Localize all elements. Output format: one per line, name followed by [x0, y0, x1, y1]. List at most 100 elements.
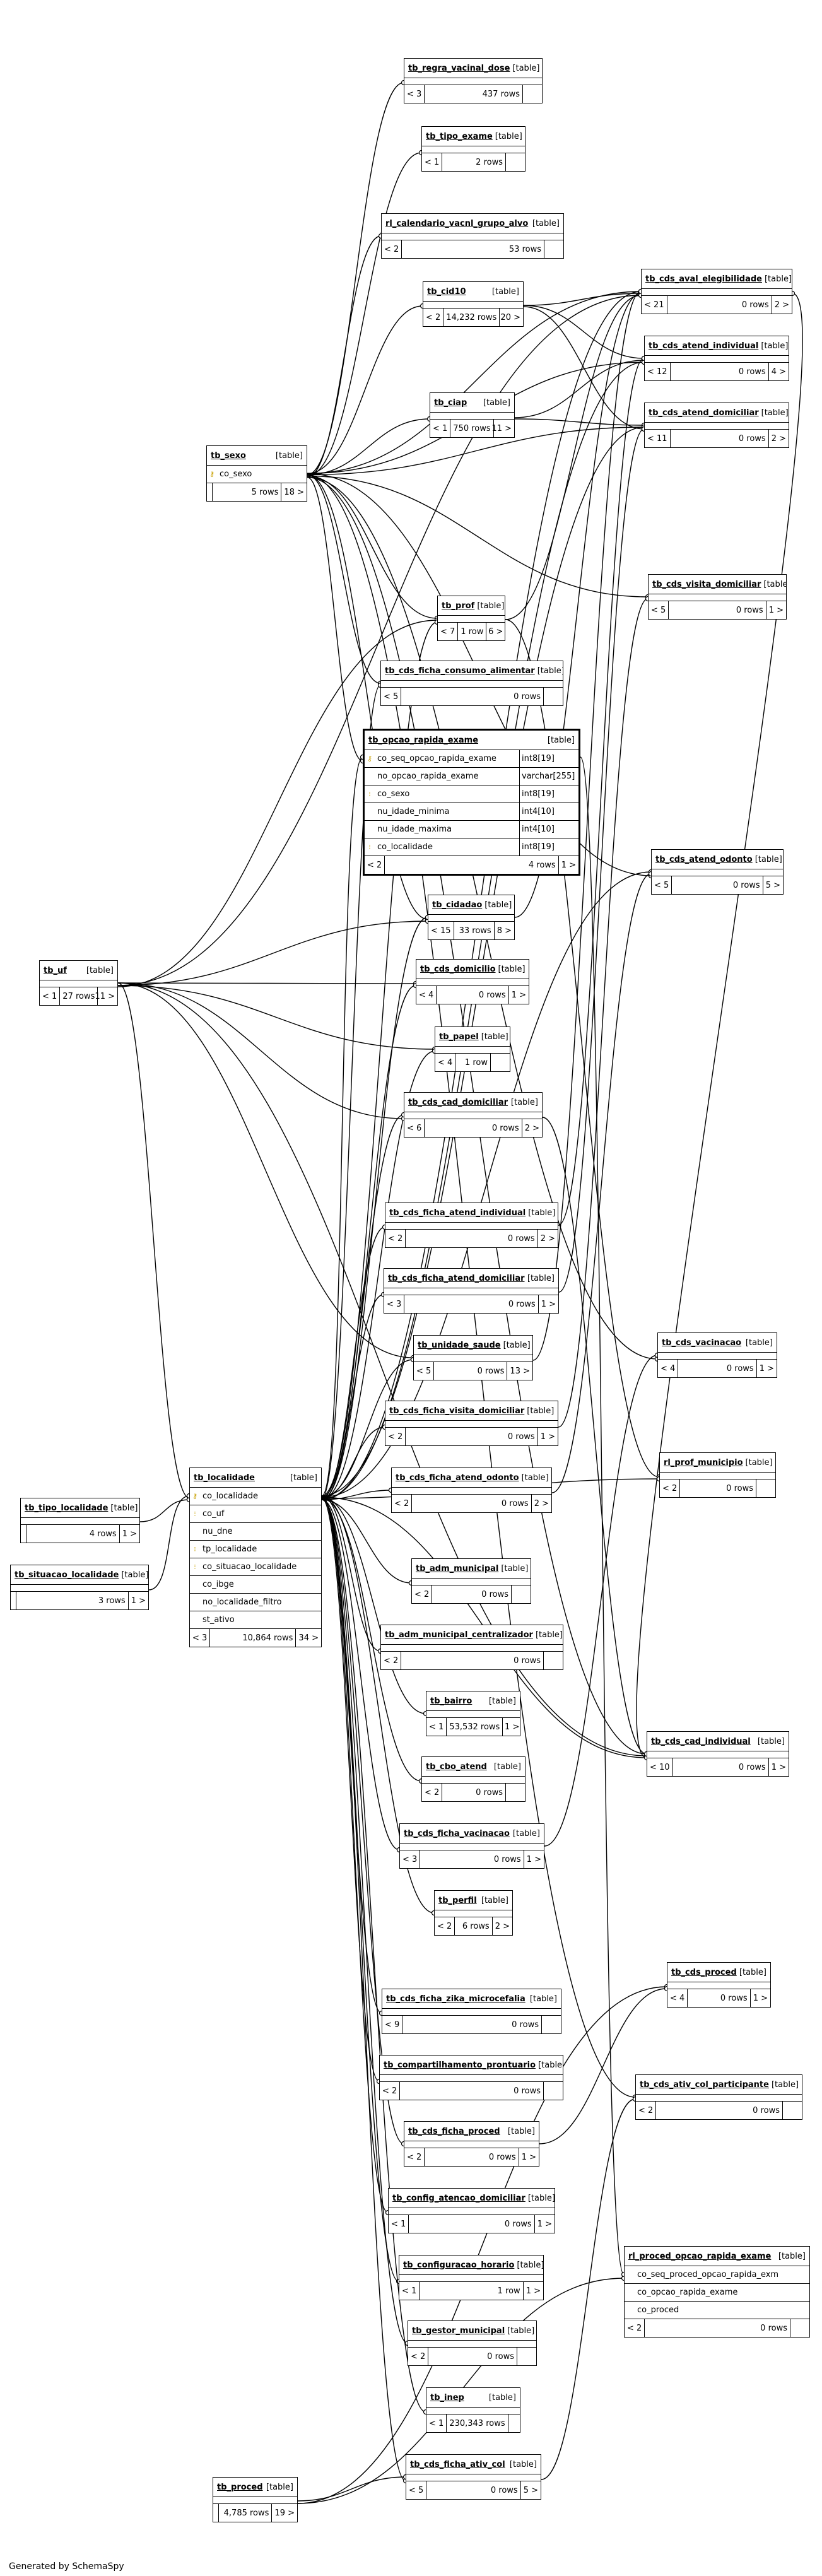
table-name[interactable]: tb_cds_vacinacao — [662, 1338, 742, 1348]
table-header[interactable]: tb_papel[table] — [435, 1027, 510, 1047]
table-name[interactable]: tb_gestor_municipal — [412, 2326, 505, 2336]
children-count[interactable]: 1 > — [537, 2219, 552, 2229]
table-header[interactable]: tb_prof[table] — [438, 596, 505, 616]
table-header[interactable]: tb_cds_ficha_atend_odonto[table] — [392, 1468, 551, 1488]
table-header[interactable]: tb_cds_ficha_ativ_col[table] — [406, 2455, 541, 2474]
table-tb-adm-municipal-centralizador[interactable]: tb_adm_municipal_centralizador[table]< 2… — [380, 1625, 563, 1670]
table-name[interactable]: tb_cds_ficha_consumo_alimentar — [385, 666, 535, 676]
parents-count[interactable]: < 2 — [385, 1428, 406, 1445]
table-name[interactable]: tb_cds_ficha_zika_microcefalia — [386, 1994, 525, 2004]
table-name[interactable]: tb_cds_atend_individual — [649, 341, 759, 351]
children-count[interactable] — [506, 153, 525, 171]
parents-count[interactable]: < 9 — [382, 2016, 403, 2033]
parents-count[interactable] — [21, 1525, 26, 1543]
children-count[interactable]: 1 > — [526, 1854, 541, 1864]
children-count[interactable]: 1 > — [771, 1762, 786, 1772]
children-count[interactable] — [544, 240, 563, 258]
table-tb-localidade[interactable]: tb_localidade[table]⚷co_localidade⁝co_uf… — [189, 1467, 322, 1647]
parents-count[interactable]: < 2 — [423, 309, 444, 326]
children-count[interactable]: 1 > — [540, 1432, 555, 1442]
parents-count[interactable]: < 2 — [365, 856, 385, 874]
table-name[interactable]: tb_compartilhamento_prontuario — [384, 2060, 536, 2070]
table-header[interactable]: tb_adm_municipal[table] — [412, 1559, 531, 1579]
table-header[interactable]: tb_situacao_localidade[table] — [11, 1565, 148, 1585]
children-count[interactable] — [523, 85, 542, 103]
table-name[interactable]: tb_bairro — [430, 1696, 473, 1706]
parents-count[interactable]: < 12 — [645, 363, 671, 380]
column-row[interactable]: ⁝co_situacao_localidade — [190, 1558, 321, 1576]
table-name[interactable]: tb_cds_ficha_proced — [408, 2126, 500, 2136]
table-name[interactable]: tb_cds_cad_individual — [651, 1736, 751, 1746]
table-name[interactable]: tb_prof — [442, 601, 475, 611]
column-row[interactable]: co_seq_proced_opcao_rapida_exm — [625, 2266, 809, 2284]
table-name[interactable]: rl_calendario_vacnl_grupo_alvo — [385, 218, 529, 228]
table-name[interactable]: tb_cds_domicilio — [420, 964, 496, 974]
table-name[interactable]: tb_cds_ficha_vacinacao — [404, 1828, 510, 1838]
table-name[interactable]: tb_cds_ficha_atend_individual — [389, 1208, 526, 1218]
table-header[interactable]: tb_tipo_exame[table] — [422, 127, 525, 146]
children-count[interactable]: 2 > — [534, 1498, 549, 1509]
parents-count[interactable]: < 5 — [649, 601, 669, 619]
parents-count[interactable]: < 2 — [636, 2102, 657, 2119]
parents-count[interactable]: < 21 — [642, 296, 667, 314]
table-name[interactable]: tb_cds_atend_odonto — [655, 854, 753, 864]
children-count[interactable]: 11 > — [491, 423, 512, 433]
parents-count[interactable]: < 2 — [660, 1479, 681, 1497]
parents-count[interactable] — [11, 1592, 16, 1609]
table-header[interactable]: tb_bairro[table] — [426, 1691, 520, 1711]
children-count[interactable] — [512, 1585, 531, 1603]
table-header[interactable]: tb_config_atencao_domiciliar[table] — [389, 2189, 555, 2208]
table-header[interactable]: tb_perfil[table] — [435, 1891, 512, 1910]
table-name[interactable]: tb_localidade — [194, 1473, 255, 1483]
parents-count[interactable]: < 3 — [384, 1295, 405, 1313]
parents-count[interactable]: < 2 — [408, 2348, 429, 2365]
table-header[interactable]: tb_cds_vacinacao[table] — [658, 1333, 777, 1353]
table-tb-cds-ficha-consumo-alimentar[interactable]: tb_cds_ficha_consumo_alimentar[table]< 5… — [380, 661, 563, 706]
children-count[interactable]: 1 > — [131, 1596, 146, 1606]
column-row[interactable]: st_ativo — [190, 1611, 321, 1629]
parents-count[interactable]: < 5 — [652, 876, 672, 894]
table-name[interactable]: tb_configuracao_horario — [403, 2260, 515, 2270]
column-row[interactable]: ⚷co_localidade — [190, 1488, 321, 1505]
table-header[interactable]: tb_cbo_atend[table] — [422, 1757, 525, 1777]
parents-count[interactable]: < 2 — [422, 1784, 443, 1801]
table-name[interactable]: tb_tipo_localidade — [25, 1503, 109, 1513]
parents-count[interactable]: < 11 — [645, 430, 671, 447]
children-count[interactable]: 4 > — [771, 367, 786, 377]
table-header[interactable]: tb_uf[table] — [40, 961, 117, 980]
children-count[interactable] — [544, 2082, 563, 2100]
children-count[interactable] — [517, 2348, 536, 2365]
parents-count[interactable]: < 3 — [190, 1629, 211, 1647]
table-header[interactable]: tb_regra_vacinal_dose[table] — [404, 59, 542, 78]
children-count[interactable]: 6 > — [488, 626, 503, 637]
children-count[interactable]: 1 > — [561, 860, 576, 870]
parents-count[interactable]: < 1 — [399, 2282, 420, 2300]
table-name[interactable]: tb_cds_visita_domiciliar — [652, 579, 761, 589]
parents-count[interactable]: < 2 — [625, 2319, 645, 2337]
table-header[interactable]: tb_ciap[table] — [430, 393, 514, 413]
children-count[interactable]: 2 > — [495, 1921, 510, 1931]
table-tb-compartilhamento-prontuario[interactable]: tb_compartilhamento_prontuario[table]< 2… — [379, 2055, 563, 2100]
table-header[interactable]: tb_cds_ficha_proced[table] — [404, 2122, 539, 2141]
table-name[interactable]: tb_config_atencao_domiciliar — [392, 2193, 525, 2203]
children-count[interactable]: 1 > — [525, 2286, 541, 2296]
table-tb-cds-visita-domiciliar[interactable]: tb_cds_visita_domiciliar[table]< 50 rows… — [648, 574, 787, 620]
